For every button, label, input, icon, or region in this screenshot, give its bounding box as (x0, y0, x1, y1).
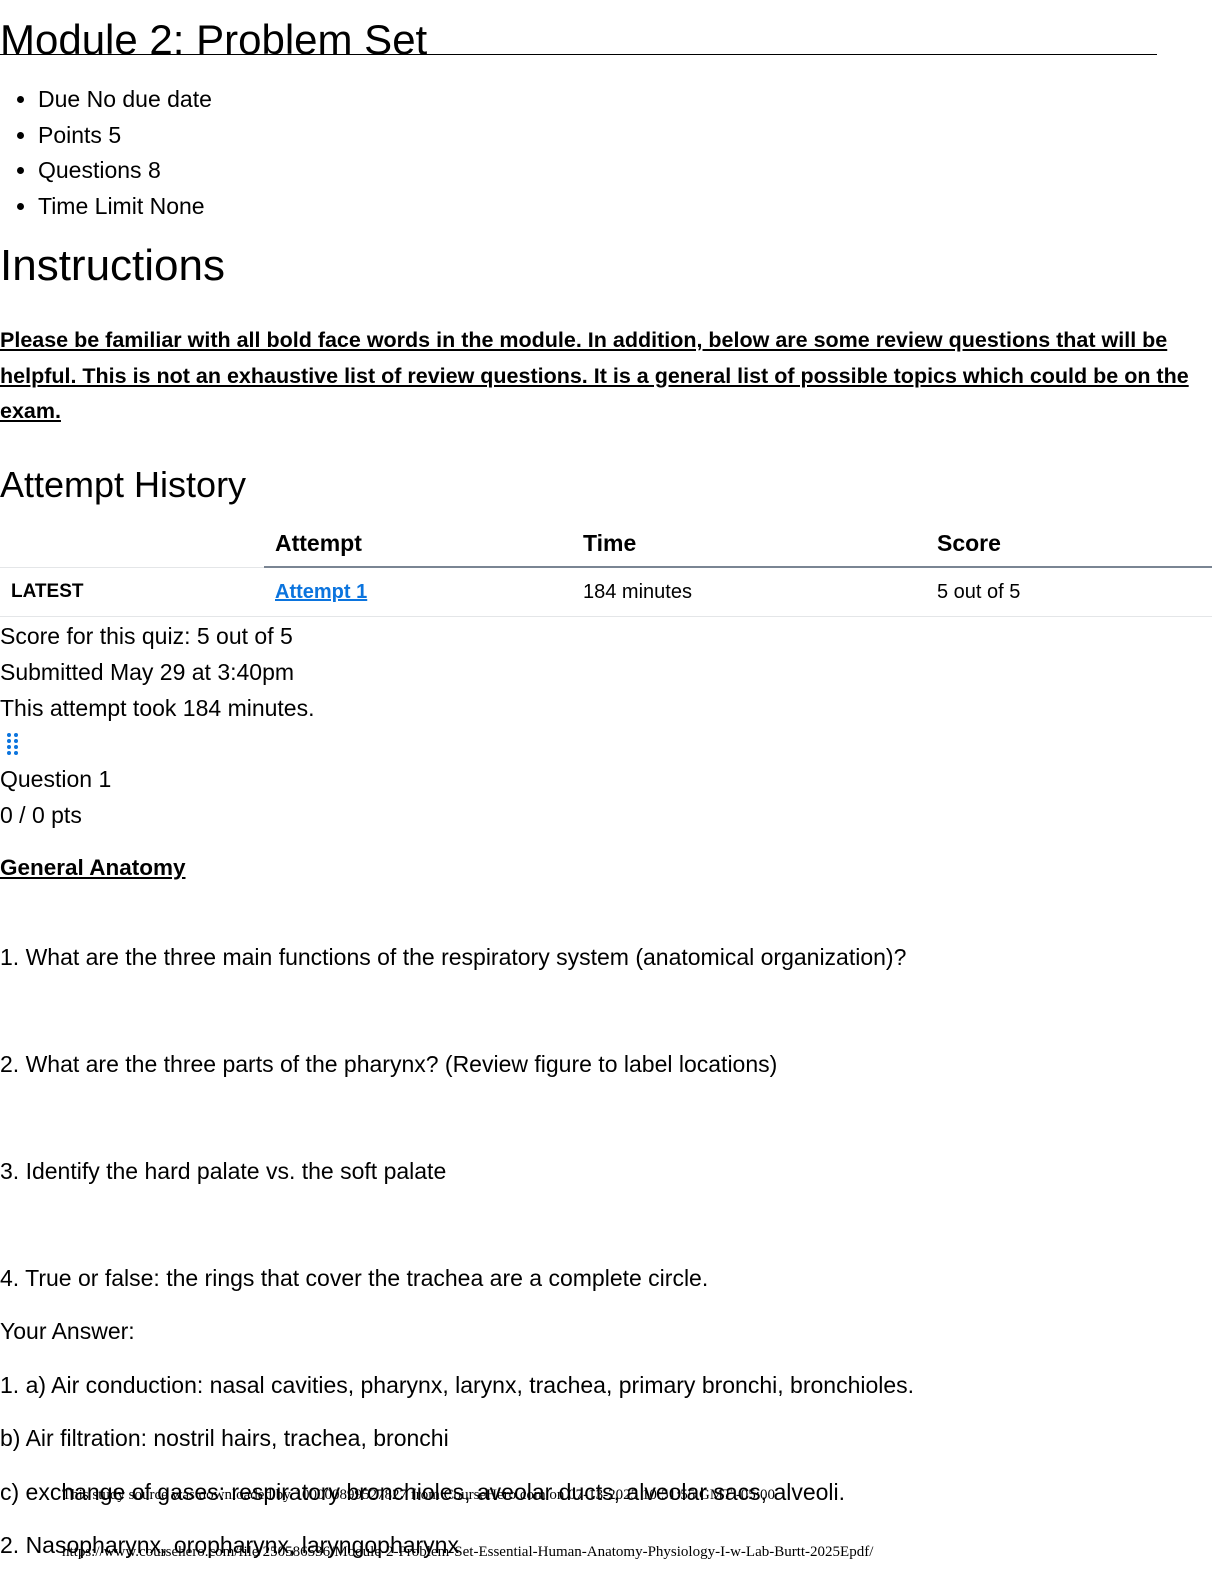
drag-handle-icon[interactable] (3, 729, 23, 761)
question-title: Question 1 (0, 766, 112, 792)
attempt-history-heading: Attempt History (0, 464, 247, 505)
column-header-blank (0, 520, 264, 568)
answer-line: c) exchange of gases: respiratory bronch… (0, 1479, 846, 1505)
time-cell: 184 minutes (572, 567, 926, 617)
source-url: https://www.coursehero.com/file/25058653… (62, 1544, 874, 1560)
download-notice: This study source was downloaded by 1000… (62, 1487, 775, 1503)
answer-line: b) Air filtration: nostril hairs, trache… (0, 1425, 449, 1451)
score-cell: 5 out of 5 (926, 567, 1212, 617)
question-item: 1. What are the three main functions of … (0, 944, 907, 970)
question-item: 4. True or false: the rings that cover t… (0, 1265, 709, 1291)
quiz-details-list: Due No due date Points 5 Questions 8 Tim… (0, 82, 212, 224)
instructions-heading: Instructions (0, 241, 225, 290)
column-header-attempt: Attempt (264, 520, 572, 568)
your-answer-label: Your Answer: (0, 1318, 135, 1344)
attempt-history-table: Attempt Time Score LATEST Attempt 1 184 … (0, 520, 1212, 617)
title-divider (0, 54, 1157, 55)
question-points: 0 / 0 pts (0, 802, 82, 828)
detail-time-limit: Time Limit None (38, 189, 212, 225)
attempt-1-link[interactable]: Attempt 1 (275, 580, 368, 603)
column-header-time: Time (572, 520, 926, 568)
question-header: Question 1 0 / 0 pts (0, 761, 111, 833)
detail-due: Due No due date (38, 82, 212, 118)
quiz-score: Score for this quiz: 5 out of 5 (0, 623, 293, 649)
submitted-time: Submitted May 29 at 3:40pm (0, 659, 295, 685)
section-heading: General Anatomy (0, 855, 186, 880)
answer-line: 2. Nasopharynx, oropharynx, laryngophary… (0, 1532, 459, 1558)
table-header-row: Attempt Time Score (0, 520, 1212, 568)
attempt-duration: This attempt took 184 minutes. (0, 695, 315, 721)
detail-questions: Questions 8 (38, 153, 212, 189)
latest-badge: LATEST (0, 567, 264, 617)
column-header-score: Score (926, 520, 1212, 568)
page-title: Module 2: Problem Set (0, 16, 428, 63)
detail-points: Points 5 (38, 118, 212, 154)
question-item: 2. What are the three parts of the phary… (0, 1051, 778, 1077)
question-item: 3. Identify the hard palate vs. the soft… (0, 1158, 447, 1184)
attempt-cell: Attempt 1 (264, 567, 572, 617)
attempt-summary: Score for this quiz: 5 out of 5 Submitte… (0, 618, 315, 726)
instructions-text: Please be familiar with all bold face wo… (0, 328, 1189, 423)
answer-line: 1. a) Air conduction: nasal cavities, ph… (0, 1372, 915, 1398)
table-row: LATEST Attempt 1 184 minutes 5 out of 5 (0, 567, 1212, 617)
